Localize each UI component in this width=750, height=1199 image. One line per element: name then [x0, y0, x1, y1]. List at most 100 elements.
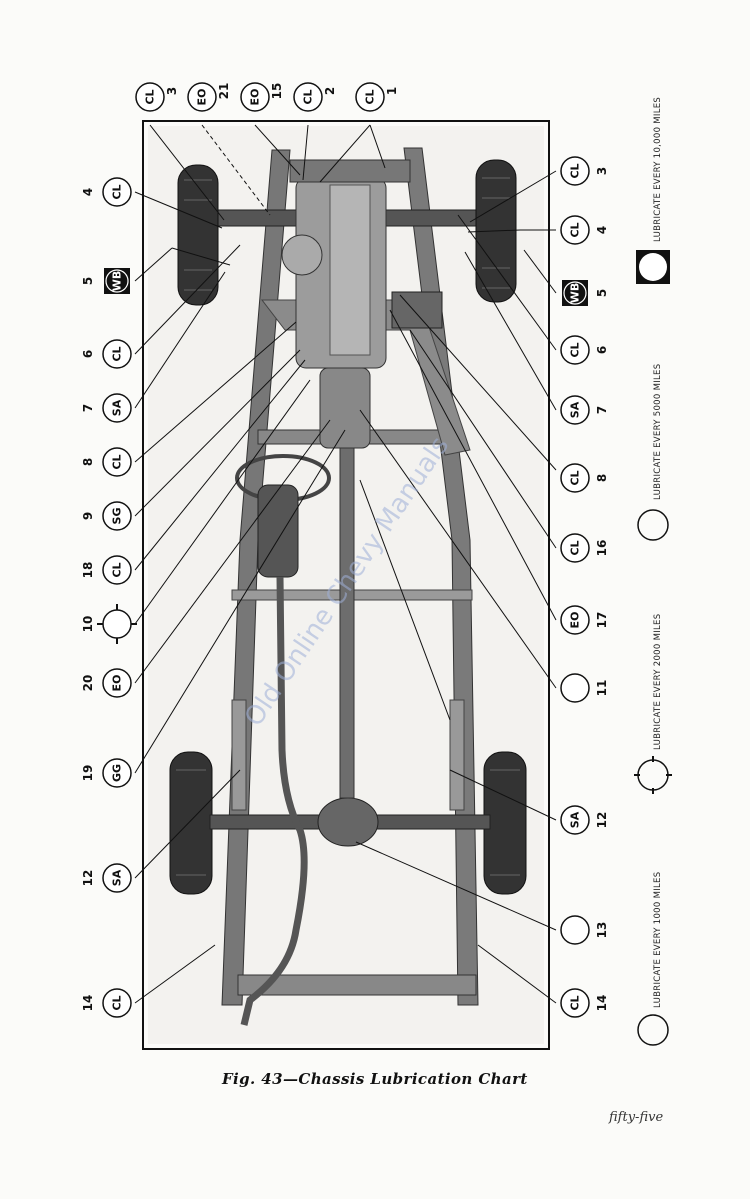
marker-number: 9 — [81, 512, 95, 520]
marker-circle-symbol — [240, 82, 270, 112]
marker-circle-symbol — [135, 82, 165, 112]
chart-frame — [142, 120, 550, 1050]
left-marker-8: CL8 — [81, 447, 132, 477]
marker-number: 16 — [595, 540, 609, 557]
legend-2000-miles: LUBRICATE EVERY 2000 MILES — [653, 614, 663, 750]
marker-number: 18 — [81, 562, 95, 579]
legend-symbol-5000 — [637, 509, 669, 541]
marker-code: EO — [111, 675, 124, 692]
marker-circle-symbol — [102, 555, 132, 585]
marker-circle-symbol — [560, 156, 590, 186]
propeller-shaft — [339, 447, 355, 799]
marker-code: CL — [144, 89, 157, 104]
marker-circle-symbol — [560, 805, 590, 835]
marker-circle-symbol — [293, 82, 323, 112]
marker-code: CL — [364, 89, 377, 104]
marker-circle-symbol — [560, 395, 590, 425]
page-number: fifty-five — [609, 1110, 664, 1125]
marker-circle-symbol — [560, 915, 590, 945]
marker-code: EO — [569, 612, 582, 629]
marker-circle-symbol — [102, 177, 132, 207]
marker-number: 10 — [81, 616, 95, 633]
marker-number: 7 — [595, 406, 609, 414]
marker-circle-symbol — [102, 339, 132, 369]
right-marker-8: CL 8 — [560, 463, 609, 493]
marker-code: CL — [569, 222, 582, 237]
marker-circle-symbol — [102, 501, 132, 531]
marker-code: SA — [569, 401, 582, 418]
marker-code: SA — [569, 811, 582, 828]
top-marker-3: CL 3 — [135, 82, 179, 112]
legend-symbol-2000 — [634, 756, 672, 794]
marker-code: CL — [569, 540, 582, 555]
left-marker-5: WB 5 — [81, 268, 130, 294]
marker-code: EO — [249, 89, 262, 106]
marker-number: 4 — [81, 188, 95, 196]
marker-code: CL — [569, 342, 582, 357]
right-marker-13: 13 — [560, 915, 609, 945]
right-marker-7: SA 7 — [560, 395, 609, 425]
marker-number: 7 — [81, 404, 95, 412]
marker-circle-symbol — [560, 463, 590, 493]
marker-number: 21 — [217, 83, 231, 100]
top-marker-15: EO 15 — [240, 82, 284, 112]
marker-circle-symbol — [560, 988, 590, 1018]
marker-number: 1 — [385, 87, 399, 95]
marker-square-symbol — [562, 280, 588, 306]
legend-symbol-1000 — [637, 1014, 669, 1046]
right-marker-14: CL 14 — [560, 988, 609, 1018]
right-marker-11: 11 — [560, 673, 609, 703]
marker-number: 14 — [81, 995, 95, 1012]
marker-circle-symbol — [560, 605, 590, 635]
top-marker-2: CL 2 — [293, 82, 337, 112]
legend-10000-miles: LUBRICATE EVERY 10,000 MILES — [653, 97, 663, 242]
marker-circle-symbol — [102, 863, 132, 893]
marker-circle-symbol — [102, 988, 132, 1018]
legend-5000-miles: LUBRICATE EVERY 5000 MILES — [653, 364, 663, 500]
top-markers: CL 3 EO 21 EO 15 CL 2 CL 1 — [135, 82, 399, 112]
marker-code: EO — [196, 89, 209, 106]
marker-code: CL — [569, 995, 582, 1010]
marker-circle-symbol — [560, 335, 590, 365]
left-marker-10: 10 — [81, 604, 137, 644]
marker-code: CL — [111, 346, 124, 361]
top-marker-1: CL 1 — [355, 82, 399, 112]
marker-circle-symbol — [187, 82, 217, 112]
marker-code: CL — [111, 454, 124, 469]
figure-caption: Fig. 43—Chassis Lubrication Chart — [222, 1070, 528, 1088]
marker-circle-symbol — [355, 82, 385, 112]
marker-number: 15 — [270, 83, 284, 100]
marker-number: 8 — [595, 474, 609, 482]
marker-circle-symbol — [102, 609, 132, 639]
marker-number: 11 — [595, 680, 609, 697]
marker-code: CL — [569, 470, 582, 485]
marker-square-symbol — [104, 268, 130, 294]
marker-circle-symbol — [560, 673, 590, 703]
marker-code: SA — [111, 399, 124, 416]
marker-number: 2 — [323, 87, 337, 95]
left-marker-4: CL4 — [81, 177, 132, 207]
marker-number: 3 — [165, 87, 179, 95]
marker-code: CL — [569, 163, 582, 178]
marker-code: SA — [111, 869, 124, 886]
marker-circle-symbol — [560, 215, 590, 245]
chassis-illustration — [148, 126, 544, 1044]
marker-number: 13 — [595, 922, 609, 939]
rear-left-wheel — [169, 751, 213, 895]
marker-number: 6 — [81, 350, 95, 358]
left-marker-9: SG9 — [81, 501, 132, 531]
marker-number: 6 — [595, 346, 609, 354]
marker-code: WB — [111, 271, 124, 292]
left-marker-6: CL 6 — [81, 339, 132, 369]
marker-number: 5 — [81, 277, 95, 285]
marker-number: 14 — [595, 995, 609, 1012]
marker-code: CL — [302, 89, 315, 104]
marker-number: 12 — [81, 870, 95, 887]
